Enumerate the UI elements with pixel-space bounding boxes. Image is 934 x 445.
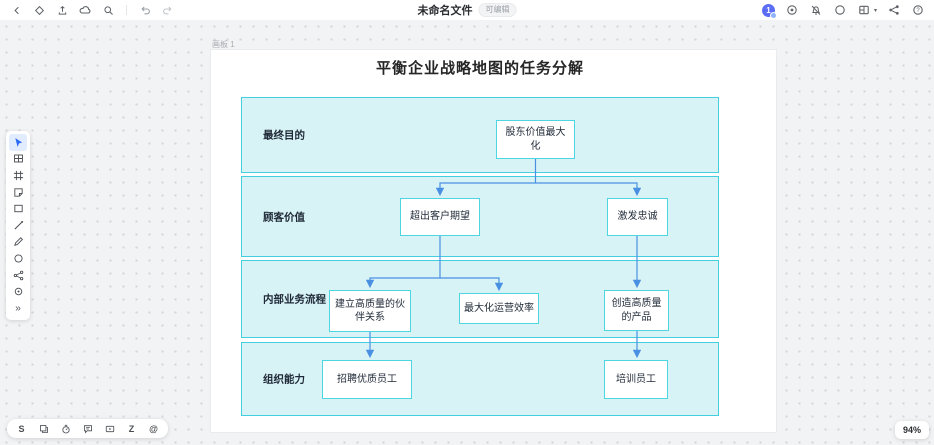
screen-video-icon[interactable] [104, 423, 115, 434]
line-tool-icon[interactable] [9, 217, 27, 234]
zoom-level-control[interactable]: 94% [894, 421, 929, 439]
table-tool-icon[interactable] [9, 151, 27, 168]
pencil-tool-icon[interactable] [9, 234, 27, 251]
bottom-toolbar: S Z @ [7, 419, 168, 438]
undo-icon[interactable] [138, 3, 152, 17]
topbar-right-group: 1 ▾ ? [761, 0, 925, 20]
select-tool-icon[interactable] [9, 134, 27, 151]
shape-tool-icon[interactable] [9, 200, 27, 217]
mention-icon[interactable]: @ [149, 423, 158, 434]
node-inspire-loyalty[interactable]: 激发忠诚 [607, 198, 668, 236]
whiteboard-canvas[interactable]: 画板 1 平衡企业战略地图的任务分解 最终目的 顾客价值 内部业务流程 组织能力 [0, 20, 934, 445]
copy-icon[interactable] [38, 423, 49, 434]
lane-label: 最终目的 [263, 129, 305, 142]
record-icon[interactable] [785, 3, 799, 17]
lane-label: 顾客价值 [263, 211, 305, 223]
svg-text:?: ? [916, 8, 920, 14]
chevron-down-icon[interactable]: ▾ [873, 7, 877, 14]
sticky-note-tool-icon[interactable] [9, 184, 27, 201]
notifications-off-icon[interactable] [809, 3, 823, 17]
artboard-frame: 平衡企业战略地图的任务分解 最终目的 顾客价值 内部业务流程 组织能力 [211, 50, 776, 432]
board-panel-icon[interactable] [857, 3, 871, 17]
status-circle-icon[interactable] [833, 3, 847, 17]
node-quality-products[interactable]: 创造高质量的产品 [604, 290, 669, 331]
connector-tool-icon[interactable] [9, 267, 27, 284]
more-tools-icon[interactable]: » [15, 302, 21, 314]
redo-icon[interactable] [161, 3, 175, 17]
document-title-group: 未命名文件 可编辑 [418, 0, 517, 20]
export-icon[interactable] [55, 3, 69, 17]
topbar-left-group [0, 3, 175, 17]
shape-s-icon[interactable]: S [18, 423, 25, 434]
back-icon[interactable] [9, 3, 23, 17]
z-order-icon[interactable]: Z [128, 423, 135, 434]
pen-tag-icon[interactable] [32, 3, 46, 17]
view-tool-icon[interactable] [9, 283, 27, 300]
lane-label: 组织能力 [263, 373, 305, 386]
lane-label: 内部业务流程 [263, 293, 326, 306]
tool-rail: » [6, 131, 30, 320]
search-icon[interactable] [101, 3, 115, 17]
document-status-badge: 可编辑 [478, 3, 517, 17]
top-bar: 未命名文件 可编辑 1 ▾ ? [0, 0, 934, 20]
share-icon[interactable] [887, 3, 901, 17]
ellipse-tool-icon[interactable] [9, 250, 27, 267]
lane-ultimate-goal[interactable]: 最终目的 [241, 97, 719, 173]
diagram-title[interactable]: 平衡企业战略地图的任务分解 [375, 60, 584, 77]
node-train-employees[interactable]: 培训员工 [604, 360, 668, 399]
frame-label[interactable]: 画板 1 [212, 40, 235, 49]
node-recruit-employees[interactable]: 招聘优质员工 [322, 360, 412, 399]
comment-icon[interactable] [82, 423, 93, 434]
cloud-icon[interactable] [78, 3, 92, 17]
help-icon[interactable]: ? [911, 3, 925, 17]
timer-icon[interactable] [60, 423, 71, 434]
node-max-efficiency[interactable]: 最大化运营效率 [459, 293, 539, 324]
avatar[interactable]: 1 [761, 3, 777, 19]
frame-tool-icon[interactable] [9, 167, 27, 184]
node-exceed-expectations[interactable]: 超出客户期望 [400, 198, 480, 236]
document-title[interactable]: 未命名文件 [417, 5, 473, 17]
node-shareholder-value[interactable]: 股东价值最大化 [496, 120, 575, 159]
node-quality-partnership[interactable]: 建立高质量的伙伴关系 [329, 290, 411, 332]
topbar-divider [126, 5, 127, 15]
